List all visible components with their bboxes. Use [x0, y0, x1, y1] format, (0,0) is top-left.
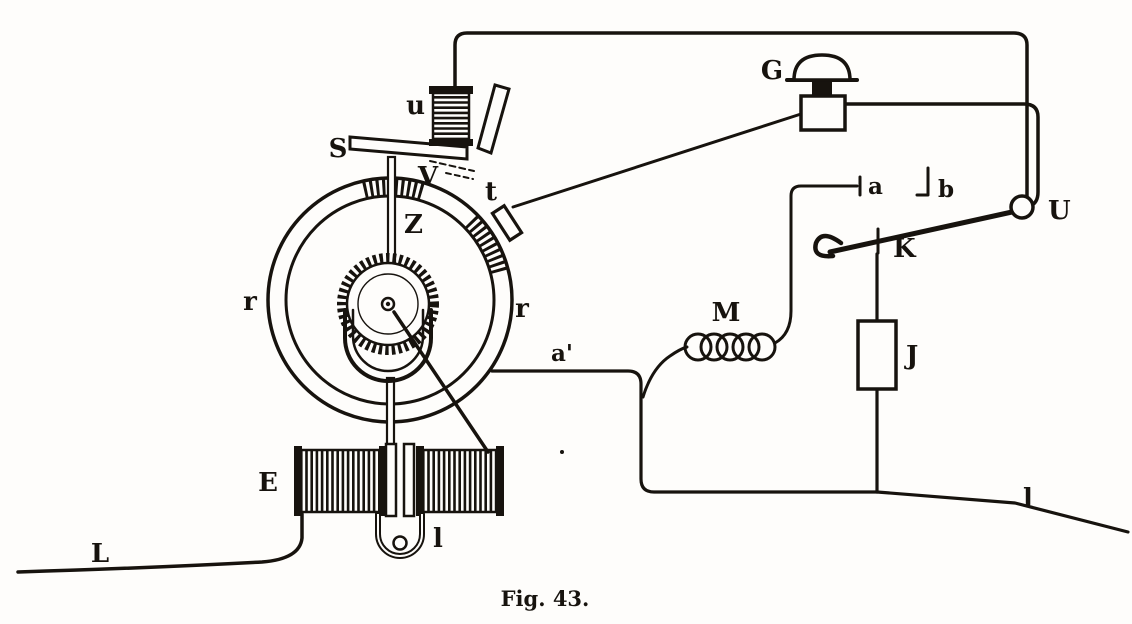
wire-G-right: [843, 102, 1040, 208]
armature-lever: [827, 209, 1015, 255]
label-a-prime: a': [551, 340, 573, 367]
left-coil-right-flange: [379, 446, 387, 516]
label-l-armature: l: [433, 524, 443, 554]
coil-u-bottom-flange: [429, 139, 473, 146]
rim-hatch-right: [464, 215, 509, 275]
figure-caption: Fig. 43.: [501, 586, 590, 611]
bell-box: [799, 94, 847, 132]
label-K: K: [893, 234, 917, 264]
left-coil-left-flange: [294, 446, 302, 516]
armature-stirrup-l: [375, 511, 425, 559]
label-r-left: r: [243, 287, 257, 317]
label-V: V: [417, 162, 439, 192]
label-U: U: [1048, 196, 1071, 226]
label-l-line: l: [1023, 484, 1033, 514]
label-L: L: [91, 539, 109, 569]
label-E: E: [258, 468, 278, 498]
dashed-contact-line-2: [445, 172, 474, 180]
wire-bottom-right-line: [875, 490, 1130, 534]
electromagnet-E: [294, 442, 504, 518]
right-coil-left-flange: [416, 446, 424, 516]
wire-L-line: [16, 512, 304, 574]
contact-b: [915, 166, 930, 197]
stirrup-hole: [392, 535, 408, 551]
coil-u: [429, 86, 473, 146]
terminal-U: [1009, 194, 1035, 220]
coil-M: [641, 332, 777, 399]
label-M: M: [712, 298, 741, 328]
wire-top: [453, 31, 1029, 199]
key-flipper: [476, 83, 511, 155]
bell-stem: [812, 82, 832, 96]
resistor-J: [856, 319, 898, 391]
dashed-contact-line: [429, 160, 475, 172]
gear-teeth: [337, 253, 439, 355]
wire-a-prime: [490, 369, 879, 494]
label-t: t: [485, 177, 497, 207]
contact-t: [490, 203, 524, 243]
bell-G: [785, 53, 859, 132]
label-S: S: [329, 134, 348, 164]
label-Z: Z: [404, 210, 423, 240]
wire-M-to-a: [773, 184, 859, 345]
core-bar-left: [384, 442, 398, 518]
print-dot: [560, 450, 564, 454]
label-J: J: [904, 341, 918, 371]
label-a: a: [868, 173, 883, 200]
diagonal-link: [392, 310, 490, 454]
rod-lower: [385, 376, 396, 450]
wire-t-to-G: [511, 112, 803, 209]
relay-armature-K: [813, 209, 1015, 259]
core-bar-right: [402, 442, 416, 518]
label-r-right: r: [515, 294, 529, 324]
right-coil-right-flange: [496, 446, 504, 516]
lever-S: [348, 135, 475, 180]
armature-hook: [813, 233, 844, 259]
bell-dome: [792, 53, 852, 82]
label-G: G: [761, 56, 783, 86]
escapement-fork: [343, 308, 433, 383]
coil-u-top-flange: [429, 86, 473, 94]
gear-wheel: [337, 253, 439, 355]
label-u: u: [406, 91, 425, 121]
label-b: b: [938, 176, 954, 203]
